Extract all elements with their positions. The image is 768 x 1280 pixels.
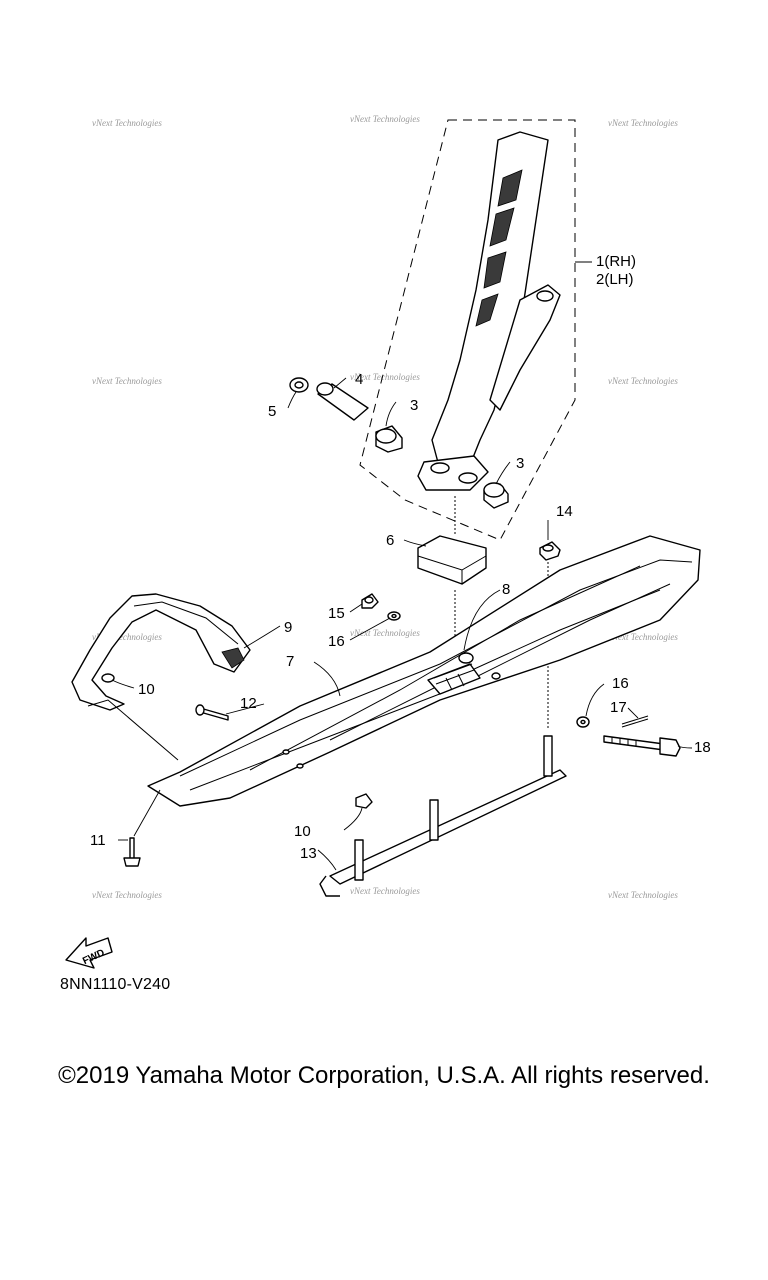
callout-16a: 16 (328, 633, 345, 650)
ski-spindle (417, 131, 561, 491)
watermark: vNext Technologies (350, 372, 420, 382)
damper-6 (417, 535, 487, 585)
callout-14: 14 (556, 503, 573, 520)
watermark: vNext Technologies (350, 628, 420, 638)
cotter-pin-17 (621, 715, 649, 728)
callout-8: 8 (502, 581, 510, 598)
bolt-12 (195, 704, 229, 721)
watermark: vNext Technologies (350, 886, 420, 896)
watermark: vNext Technologies (92, 376, 162, 386)
callout-11: 11 (90, 832, 106, 849)
ski-parts-diagram: vNext Technologies vNext Technologies vN… (65, 114, 711, 969)
watermark: vNext Technologies (92, 118, 162, 128)
callout-13: 13 (300, 845, 317, 862)
leader-lines (111, 261, 693, 871)
callout-1: 1(RH) (596, 253, 636, 270)
runner-13 (319, 735, 567, 897)
callout-16b: 16 (612, 675, 629, 692)
copyright-notice: ©2019 Yamaha Motor Corporation, U.S.A. A… (58, 1062, 710, 1089)
callout-10b: 10 (294, 823, 311, 840)
bolt-18 (603, 735, 681, 757)
watermark: vNext Technologies (350, 114, 420, 124)
callout-3a: 3 (410, 397, 418, 414)
callout-6: 6 (386, 532, 394, 549)
callouts: 1(RH) 2(LH) 3 3 4 5 6 7 8 9 10 10 11 12 … (90, 253, 711, 862)
washer-16b (576, 716, 590, 728)
bolt-11 (123, 837, 141, 867)
callout-15: 15 (328, 605, 345, 622)
fwd-arrow-icon: FWD (65, 937, 113, 969)
bushing-3a (375, 425, 403, 453)
watermark: vNext Technologies (92, 890, 162, 900)
callout-5: 5 (268, 403, 276, 420)
watermarks: vNext Technologies vNext Technologies vN… (92, 114, 678, 900)
callout-12: 12 (240, 695, 257, 712)
ski-loop-9 (71, 593, 251, 711)
spindle-assembly-boundary (359, 119, 576, 541)
watermark: vNext Technologies (608, 632, 678, 642)
watermark: vNext Technologies (608, 890, 678, 900)
ski-7 (147, 535, 701, 807)
nut-15 (361, 593, 379, 609)
callout-2: 2(LH) (596, 271, 634, 288)
callout-3b: 3 (516, 455, 524, 472)
callout-7: 7 (286, 653, 294, 670)
nut-10b (355, 793, 373, 809)
callout-10a: 10 (138, 681, 155, 698)
callout-17: 17 (610, 699, 627, 716)
watermark: vNext Technologies (92, 632, 162, 642)
callout-4: 4 (355, 371, 363, 388)
bushing-3b (483, 482, 509, 509)
callout-18: 18 (694, 739, 711, 756)
sleeve-4 (316, 382, 369, 421)
watermark: vNext Technologies (608, 118, 678, 128)
washer-16a (387, 611, 401, 621)
nut-14 (539, 541, 561, 561)
diagram-code: 8NN1110-V240 (60, 976, 171, 993)
watermark: vNext Technologies (608, 376, 678, 386)
washer-5 (289, 377, 309, 393)
callout-9: 9 (284, 619, 292, 636)
